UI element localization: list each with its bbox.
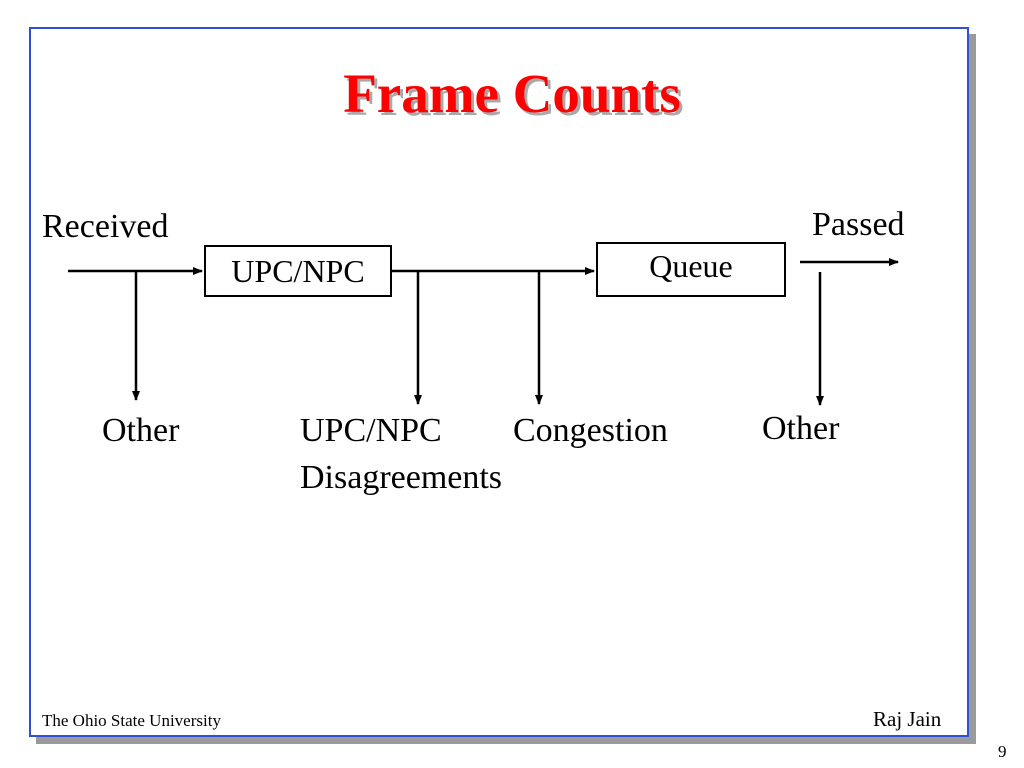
slide-frame (29, 27, 969, 737)
slide-title: Frame Counts (343, 63, 681, 124)
other-left-label: Other (102, 412, 180, 449)
page-number: 9 (998, 742, 1007, 761)
received-label: Received (42, 208, 169, 245)
upc-npc-box: UPC/NPC (204, 245, 392, 297)
footer-author: Raj Jain (873, 707, 942, 731)
other-right-label: Other (762, 410, 840, 447)
upc-npc-disagreements-label-line1: UPC/NPC (300, 412, 442, 449)
upc-npc-disagreements-label-line2: Disagreements (300, 459, 503, 496)
queue-box: Queue (596, 242, 786, 297)
passed-label: Passed (812, 206, 905, 243)
congestion-label: Congestion (513, 412, 668, 449)
footer-university: The Ohio State University (42, 711, 221, 730)
